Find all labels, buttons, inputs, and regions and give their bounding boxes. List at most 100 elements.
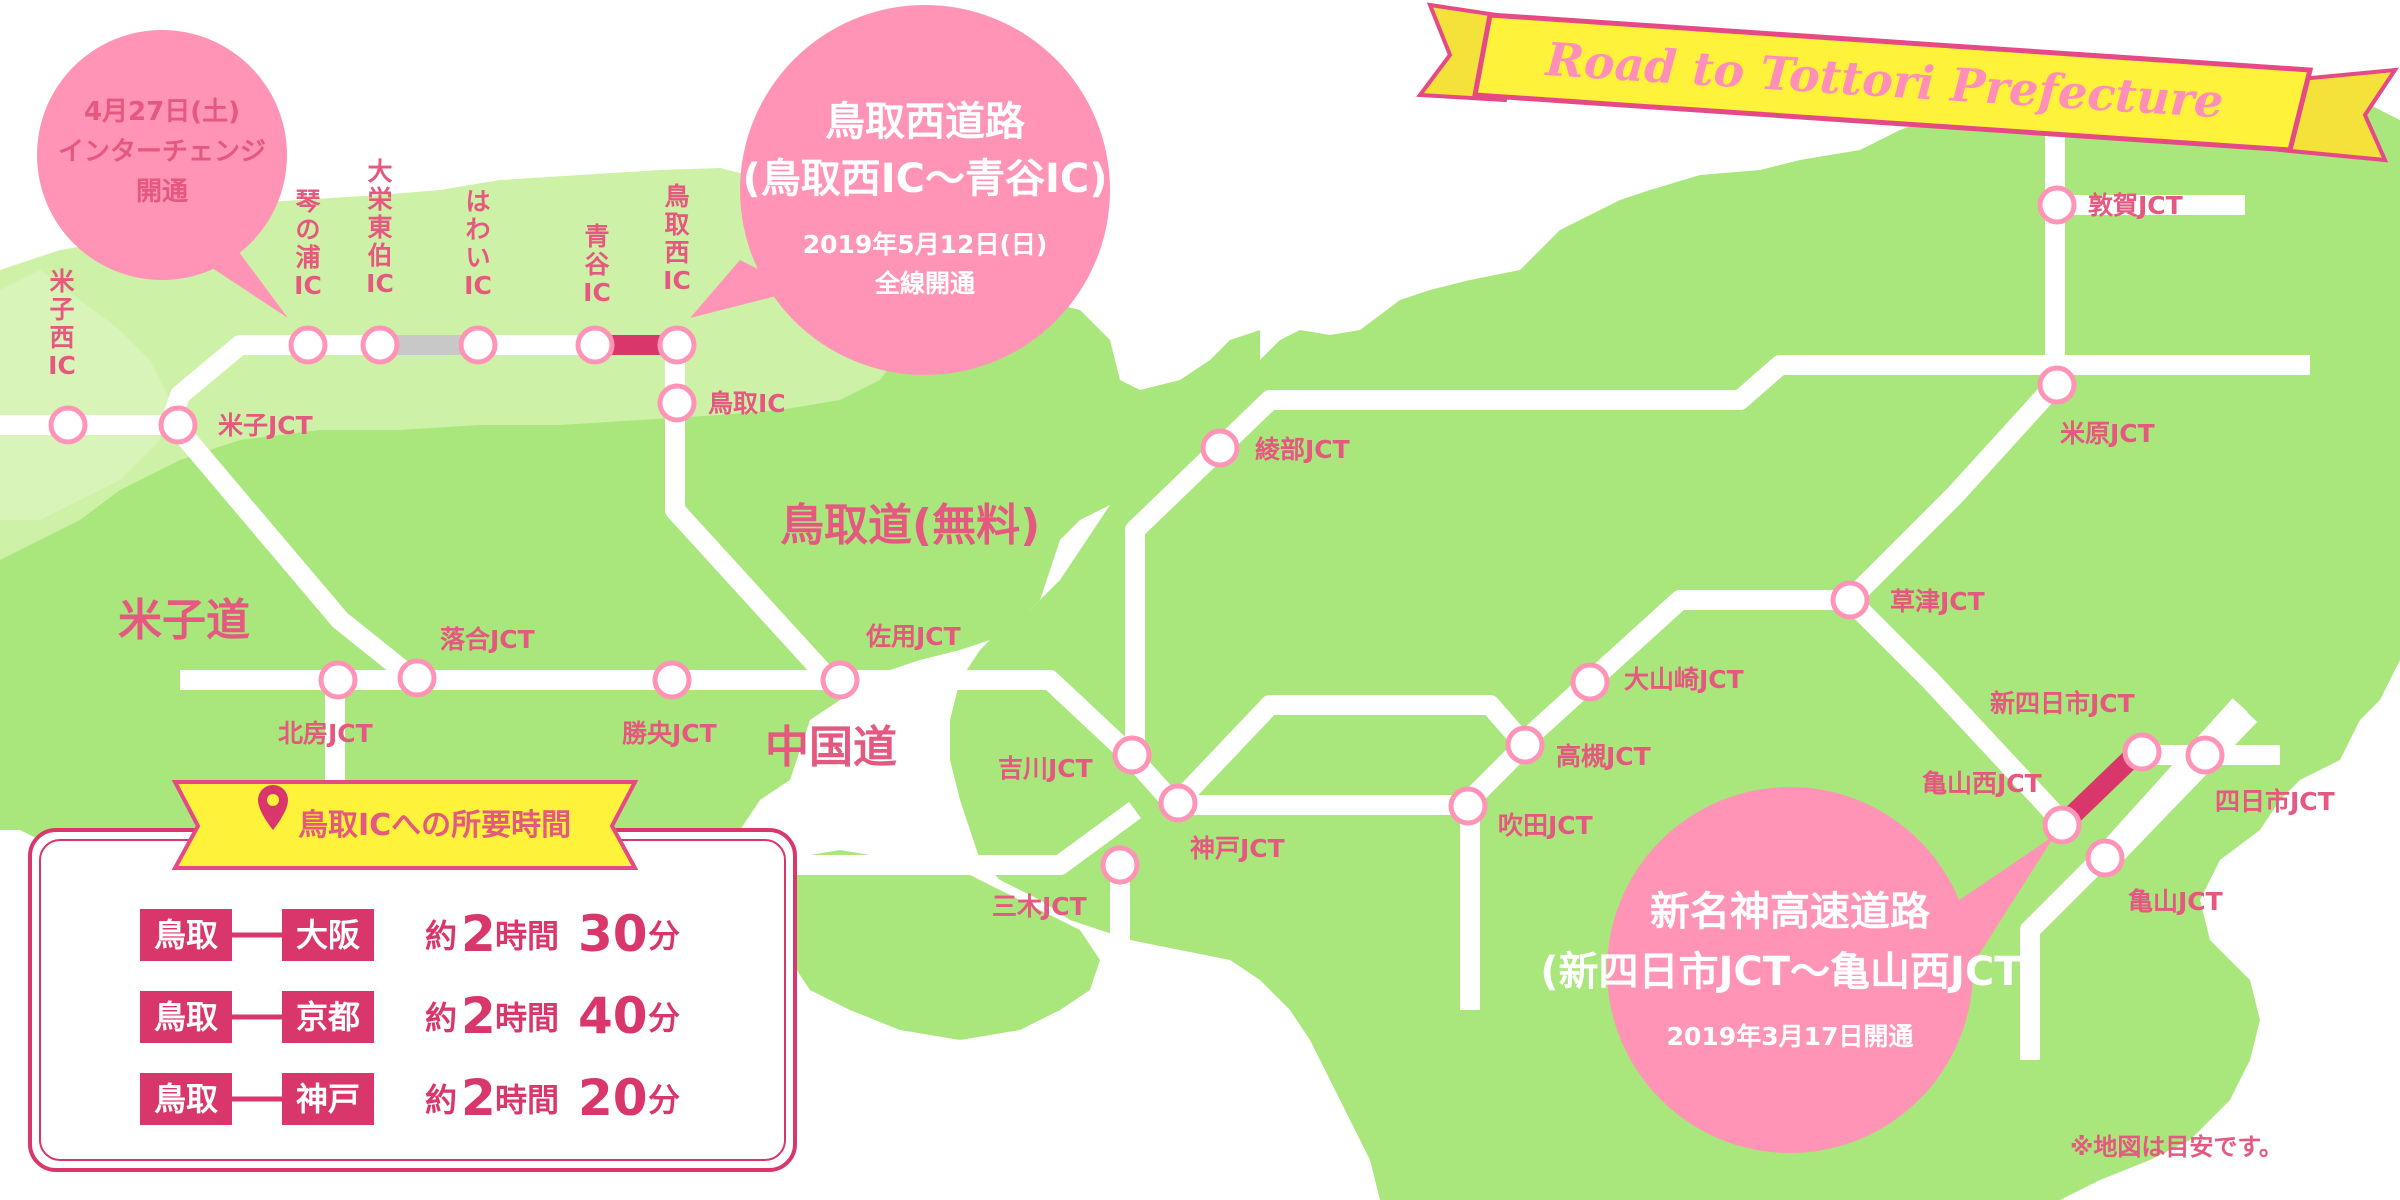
label-suita-jct: 吹田JCT: [1498, 811, 1593, 840]
road-sanyo: [780, 801, 1141, 875]
callout-tottori-nishi-tail: [690, 260, 800, 318]
label-takatsuki-jct: 高槻JCT: [1556, 742, 1651, 771]
callout-tottori-nishi: 鳥取西道路 (鳥取西IC〜青谷IC) 2019年5月12日(日) 全線開通: [690, 5, 1110, 375]
road-kameyama-ne: [2102, 708, 2258, 867]
travel-from: 鳥取: [154, 1080, 218, 1118]
callout-opening-small-line2: インターチェンジ: [58, 137, 266, 167]
travel-hours: 2: [461, 987, 496, 1045]
callout-opening-small-bubble: [37, 30, 287, 280]
travel-hours-unit: 時間: [495, 1081, 559, 1119]
node-tsuruga-jct: [2037, 185, 2077, 225]
label-shin-yokkaichi-jct: 新四日市JCT: [1990, 689, 2135, 718]
callout-shin-meishin-title2: (新四日市JCT〜亀山西JCT): [1540, 949, 2040, 995]
map-note: ※地図は目安です。: [2070, 1133, 2283, 1161]
callout-opening-small: 4月27日(土) インターチェンジ 開通: [37, 30, 288, 318]
label-kusatsu-jct: 草津JCT: [1890, 587, 1985, 616]
label-chugoku-do: 中国道: [765, 722, 897, 773]
travel-hours: 2: [461, 905, 496, 963]
travel-prefix: 約: [425, 1081, 457, 1119]
node-kameyama-jct: [2085, 838, 2125, 878]
node-oyamazaki-jct: [1570, 662, 1610, 702]
travel-from-badge: [140, 909, 232, 961]
node-yokawa-jct: [1112, 735, 1152, 775]
node-yokkaichi-jct: [2185, 735, 2225, 775]
road-kobe-loop: [1167, 695, 1533, 812]
label-shoou-jct: 勝央JCT: [622, 719, 717, 748]
travel-minutes: 40: [578, 987, 648, 1045]
label-yokkaichi-jct: 四日市JCT: [2215, 787, 2335, 816]
travel-to: 大阪: [296, 916, 360, 954]
label-ayabe-jct: 綾部JCT: [1255, 435, 1350, 464]
road-maizuru: [1125, 355, 2310, 755]
label-miki-jct: 三木JCT: [992, 892, 1087, 921]
node-sayo-jct: [820, 660, 860, 700]
banner-body: [1472, 12, 2314, 153]
callout-shin-meishin-bubble: [1607, 787, 1973, 1153]
node-ayabe-jct: [1200, 428, 1240, 468]
road-kusatsu-kameyama: [1842, 592, 2073, 832]
travel-to-badge: [282, 991, 374, 1043]
travel-minutes-unit: 分: [648, 999, 680, 1037]
callout-opening-small-line1: 4月27日(土): [84, 97, 240, 127]
callout-shin-meishin-sub1: 2019年3月17日開通: [1667, 1022, 1914, 1051]
node-suita-jct: [1448, 786, 1488, 826]
label-kameyama-jct: 亀山JCT: [2128, 887, 2223, 916]
node-labels: 鳥取IC 米子JCT 落合JCT 北房JCT 勝央JCT 佐用JCT 綾部JCT…: [218, 191, 2335, 921]
travel-to: 神戸: [296, 1080, 360, 1118]
node-shin-yokkaichi-jct: [2122, 732, 2162, 772]
label-yonago-jct: 米子JCT: [218, 411, 313, 440]
node-kotoura-ic: [288, 325, 328, 365]
land-shikoku-edge: [780, 850, 1100, 1040]
node-yonago-nishi-ic: [48, 405, 88, 445]
node-daiei-ic: [360, 325, 400, 365]
travel-box-header: 鳥取ICへの所要時間: [298, 808, 571, 843]
label-tsuruga-jct: 敦賀JCT: [2088, 191, 2183, 220]
node-kameyama-nishi-jct: [2042, 805, 2082, 845]
node-takatsuki-jct: [1505, 725, 1545, 765]
label-kobe-jct: 神戸JCT: [1190, 834, 1285, 863]
node-ochiai-jct: [397, 658, 437, 698]
callout-tottori-nishi-bubble: [740, 5, 1110, 375]
callout-shin-meishin-title1: 新名神高速道路: [1650, 889, 1931, 935]
land-shimane-pale: [0, 270, 170, 520]
travel-prefix: 約: [425, 917, 457, 955]
callout-tottori-nishi-title2: (鳥取西IC〜青谷IC): [742, 156, 1107, 202]
node-hawai-ic: [458, 325, 498, 365]
travel-hours-unit: 時間: [495, 917, 559, 955]
travel-from-badge: [140, 991, 232, 1043]
label-oyamazaki-jct: 大山崎JCT: [1624, 665, 1744, 694]
label-maibara-jct: 米原JCT: [2060, 419, 2155, 448]
label-tottori-do: 鳥取道(無料): [780, 500, 1040, 551]
travel-from: 鳥取: [154, 916, 218, 954]
travel-box-header-ribbon: [171, 780, 639, 870]
pin-icon: [258, 785, 288, 830]
node-yonago-jct: [158, 405, 198, 445]
node-kobe-jct: [1158, 783, 1198, 823]
callout-tottori-nishi-sub2: 全線開通: [874, 269, 975, 298]
label-hokubo-jct: 北房JCT: [278, 719, 373, 748]
road-meishin: [1513, 590, 1850, 753]
node-maibara-jct: [2037, 365, 2077, 405]
travel-from-badge: [140, 1073, 232, 1125]
travel-from: 鳥取: [154, 998, 218, 1036]
node-tottori-ic: [657, 383, 697, 423]
node-aoya-ic: [575, 325, 615, 365]
callout-tottori-nishi-title1: 鳥取西道路: [825, 99, 1026, 145]
travel-minutes: 20: [578, 1069, 648, 1127]
node-miki-jct: [1100, 845, 1140, 885]
label-yonago-do: 米子道: [118, 595, 250, 646]
road-hokuriku: [1842, 130, 2065, 608]
node-shoou-jct: [652, 660, 692, 700]
